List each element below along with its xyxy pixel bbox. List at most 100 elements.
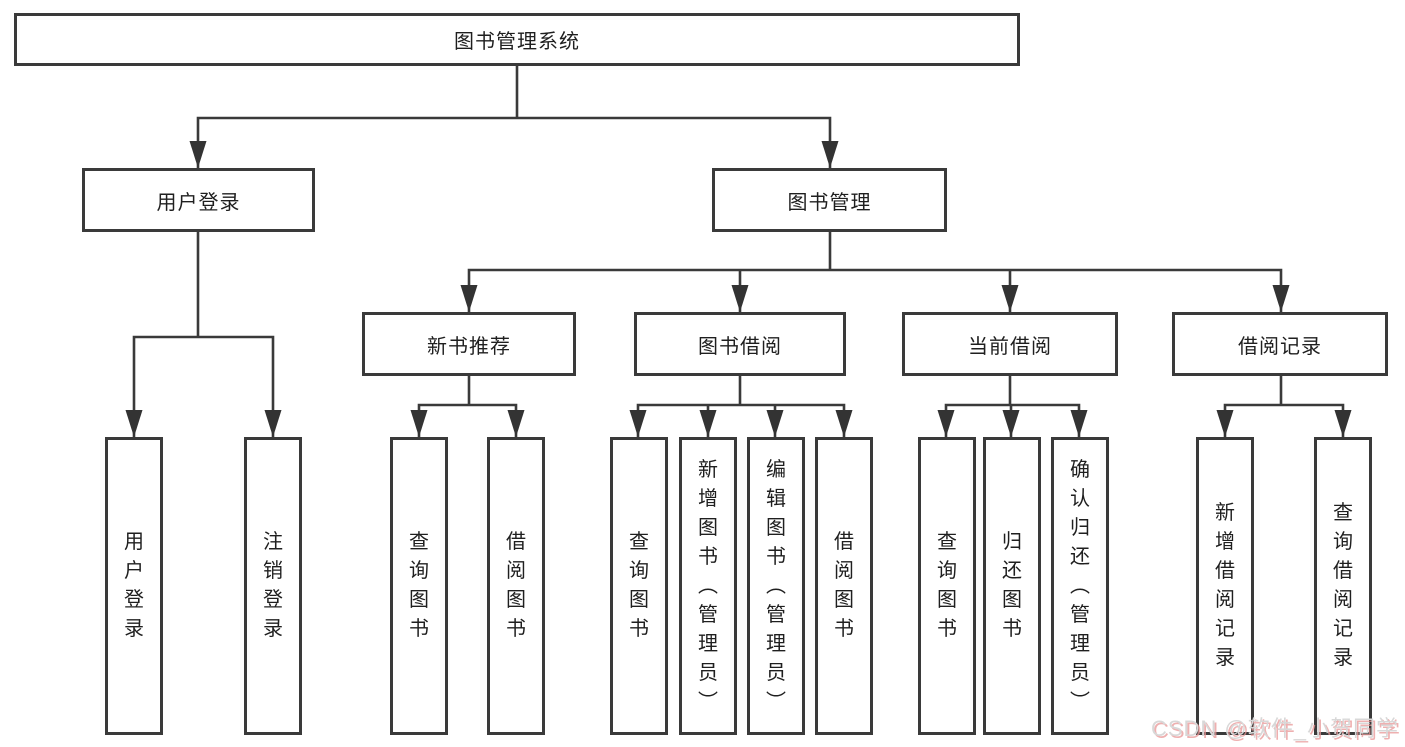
arrow-down <box>1334 410 1352 437</box>
vertical-char: 图 <box>698 516 718 539</box>
vertical-char: 记 <box>1215 618 1235 640</box>
vertical-char: 书 <box>1002 618 1022 640</box>
vertical-char: 询 <box>1333 531 1353 553</box>
leaf-add-borrow-record: 新增借阅记录 <box>1196 437 1254 735</box>
vertical-char: 书 <box>834 618 854 640</box>
vertical-char: 图 <box>937 589 957 611</box>
vertical-char: 归 <box>1070 516 1090 539</box>
connector <box>417 403 518 437</box>
arrow-down <box>264 410 282 437</box>
node-borrowing-records: 借阅记录 <box>1172 312 1388 376</box>
arrow-down <box>1272 285 1290 312</box>
node-current-borrowing: 当前借阅 <box>902 312 1118 376</box>
vertical-char: 借 <box>1215 560 1235 582</box>
vertical-char: 管 <box>698 603 718 626</box>
vertical-char: 图 <box>834 589 854 611</box>
vertical-char: 询 <box>629 560 649 582</box>
vertical-char: 询 <box>409 560 429 582</box>
arrow-down <box>629 410 647 437</box>
arrow-down <box>1001 285 1019 312</box>
node-book-management: 图书管理 <box>712 168 947 232</box>
vertical-char: 借 <box>1333 560 1353 582</box>
vertical-char: 图 <box>506 589 526 611</box>
vertical-char: 增 <box>698 487 718 510</box>
vertical-char: 借 <box>506 531 526 553</box>
vertical-char: 员 <box>766 661 786 684</box>
vertical-char: 图 <box>766 516 786 539</box>
arrow-down <box>1216 410 1234 437</box>
node-library-management-system: 图书管理系统 <box>14 13 1020 66</box>
vertical-char: 管 <box>766 603 786 626</box>
vertical-char: ︶ <box>698 690 718 713</box>
vertical-char: ︵ <box>766 574 786 597</box>
vertical-char: 询 <box>937 560 957 582</box>
node-label: 借阅记录 <box>1238 335 1322 358</box>
node-user-login: 用户登录 <box>82 168 315 232</box>
arrow-down <box>699 410 717 437</box>
leaf-edit-books-admin: 编辑图书︵管理员︶ <box>747 437 805 735</box>
vertical-char: 阅 <box>1215 589 1235 611</box>
connector <box>132 335 275 437</box>
arrow-down <box>821 141 839 168</box>
leaf-return-books: 归还图书 <box>983 437 1041 735</box>
vertical-char: 还 <box>1070 545 1090 568</box>
connector <box>636 403 846 437</box>
vertical-char: 图 <box>409 589 429 611</box>
vertical-char: 注 <box>263 531 283 553</box>
node-book-borrowing: 图书借阅 <box>634 312 846 376</box>
node-label: 当前借阅 <box>968 335 1052 358</box>
arrow-down <box>937 410 955 437</box>
arrow-down <box>507 410 525 437</box>
arrow-down <box>766 410 784 437</box>
vertical-char: 书 <box>506 618 526 640</box>
vertical-char: 用 <box>124 531 144 553</box>
vertical-char: 理 <box>766 632 786 655</box>
node-label: 图书借阅 <box>698 335 782 358</box>
connector <box>1223 403 1345 437</box>
leaf-logout: 注销登录 <box>244 437 302 735</box>
node-label: 用户登录 <box>156 191 241 214</box>
node-label: 图书管理 <box>787 191 872 214</box>
vertical-char: 书 <box>629 618 649 640</box>
leaf-query-books: 查询图书 <box>390 437 448 735</box>
vertical-char: 确 <box>1070 458 1090 481</box>
vertical-char: 增 <box>1215 531 1235 553</box>
node-new-book-recommendation: 新书推荐 <box>362 312 576 376</box>
arrow-down <box>125 410 143 437</box>
leaf-query-books: 查询图书 <box>610 437 668 735</box>
vertical-char: 查 <box>1333 502 1353 524</box>
vertical-char: 录 <box>124 618 144 640</box>
vertical-char: 员 <box>698 661 718 684</box>
vertical-char: 员 <box>1070 661 1090 684</box>
vertical-char: ︵ <box>1070 574 1090 597</box>
vertical-char: 书 <box>937 618 957 640</box>
vertical-char: ︵ <box>698 574 718 597</box>
vertical-char: 登 <box>263 589 283 611</box>
vertical-char: 书 <box>698 545 718 568</box>
leaf-user-login: 用户登录 <box>105 437 163 735</box>
arrow-down <box>731 285 749 312</box>
vertical-char: 编 <box>766 458 786 481</box>
node-label: 图书管理系统 <box>454 31 580 53</box>
arrow-down <box>410 410 428 437</box>
vertical-char: 辑 <box>766 487 786 510</box>
leaf-borrow-books: 借阅图书 <box>815 437 873 735</box>
vertical-char: 录 <box>1333 647 1353 669</box>
vertical-char: 书 <box>409 618 429 640</box>
vertical-char: 管 <box>1070 603 1090 626</box>
arrow-down <box>1002 410 1020 437</box>
vertical-char: 还 <box>1002 560 1022 582</box>
vertical-char: 新 <box>1215 502 1235 524</box>
leaf-query-borrow-record: 查询借阅记录 <box>1314 437 1372 735</box>
connector <box>467 268 1283 312</box>
vertical-char: 阅 <box>506 560 526 582</box>
vertical-char: 归 <box>1002 531 1022 553</box>
node-label: 新书推荐 <box>427 335 511 358</box>
vertical-char: 查 <box>629 531 649 553</box>
vertical-char: 理 <box>1070 632 1090 655</box>
vertical-char: 登 <box>124 589 144 611</box>
arrow-down <box>835 410 853 437</box>
vertical-char: 理 <box>698 632 718 655</box>
vertical-char: 图 <box>1002 589 1022 611</box>
